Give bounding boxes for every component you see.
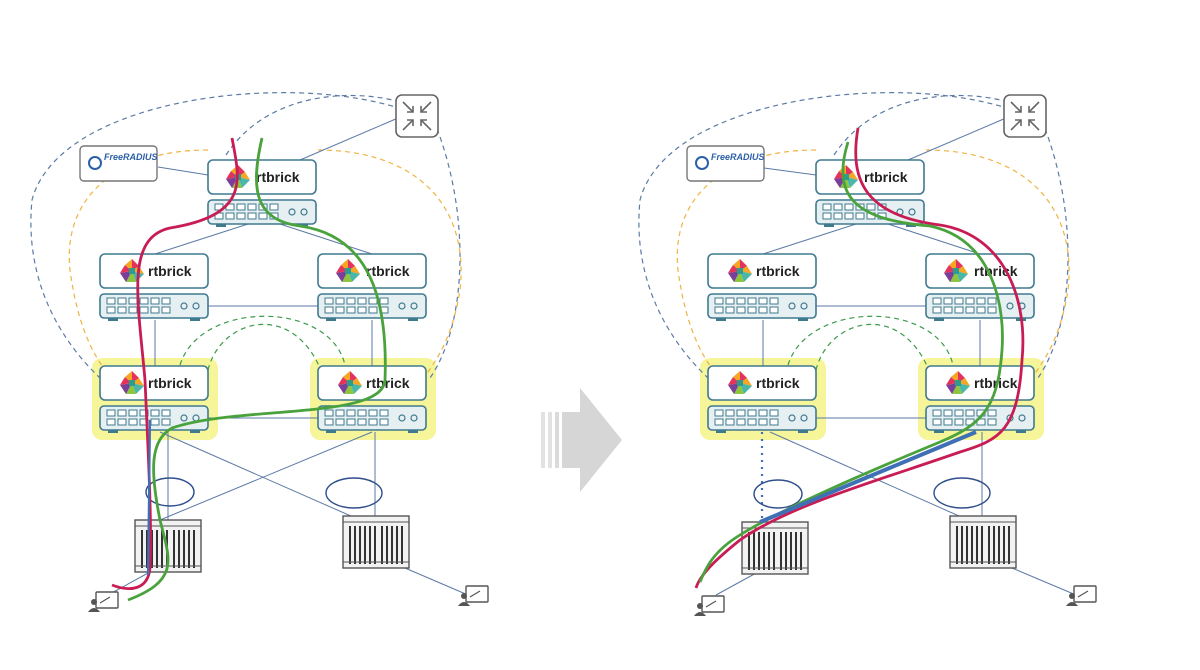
- router-top: rtbrick: [207, 159, 317, 228]
- core-router-icon: [395, 94, 439, 138]
- path-red: [694, 127, 1025, 589]
- olt-chassis-icon: [741, 521, 809, 575]
- router-mid-right: rtbrick: [317, 253, 427, 322]
- subscriber-device-icon: [457, 585, 489, 607]
- router-label: rtbrick: [366, 263, 410, 279]
- path-green: [127, 137, 387, 602]
- router-label: rtbrick: [148, 375, 192, 391]
- path-green: [698, 141, 1004, 583]
- router-label: rtbrick: [756, 263, 800, 279]
- subscriber-device-icon: [693, 595, 725, 617]
- core-router-icon: [1003, 94, 1047, 138]
- radius-server-icon: [695, 156, 709, 170]
- radius-server-icon: [88, 156, 102, 170]
- switch-chassis-icon: [925, 405, 1035, 434]
- subscriber-device-icon: [87, 591, 119, 613]
- switch-chassis-icon: [317, 405, 427, 434]
- router-mid-right: rtbrick: [925, 253, 1035, 322]
- panel-after: FreeRADIUS rtbrick rtbrick rtbrick rtbri…: [638, 92, 1097, 617]
- router-mid-left: rtbrick: [707, 253, 817, 322]
- radius-server: FreeRADIUS: [79, 145, 158, 182]
- router-mid-left: rtbrick: [99, 253, 209, 322]
- switch-chassis-icon: [707, 293, 817, 322]
- switch-chassis-icon: [99, 293, 209, 322]
- arrow-right-icon: [541, 388, 622, 492]
- olt-chassis-icon: [949, 515, 1017, 569]
- radius-server: FreeRADIUS: [686, 145, 765, 182]
- subscriber-device-icon: [1065, 585, 1097, 607]
- switch-chassis-icon: [317, 293, 427, 322]
- router-label: rtbrick: [148, 263, 192, 279]
- router-label: rtbrick: [864, 169, 908, 185]
- link-rerouted: [759, 430, 977, 524]
- router-edge-left: rtbrick: [707, 365, 817, 434]
- path-red: [111, 137, 239, 590]
- switch-chassis-icon: [707, 405, 817, 434]
- router-label: rtbrick: [974, 263, 1018, 279]
- router-edge-right: rtbrick: [317, 365, 427, 434]
- router-label: rtbrick: [366, 375, 410, 391]
- router-label: rtbrick: [756, 375, 800, 391]
- olt-chassis-icon: [342, 515, 410, 569]
- router-label: rtbrick: [256, 169, 300, 185]
- panel-before: FreeRADIUS rtbrick rtbrick rtbrick rtbri…: [30, 92, 489, 613]
- switch-chassis-icon: [99, 405, 209, 434]
- radius-label: FreeRADIUS: [711, 152, 765, 162]
- router-edge-left: rtbrick: [99, 365, 209, 434]
- radius-label: FreeRADIUS: [104, 152, 158, 162]
